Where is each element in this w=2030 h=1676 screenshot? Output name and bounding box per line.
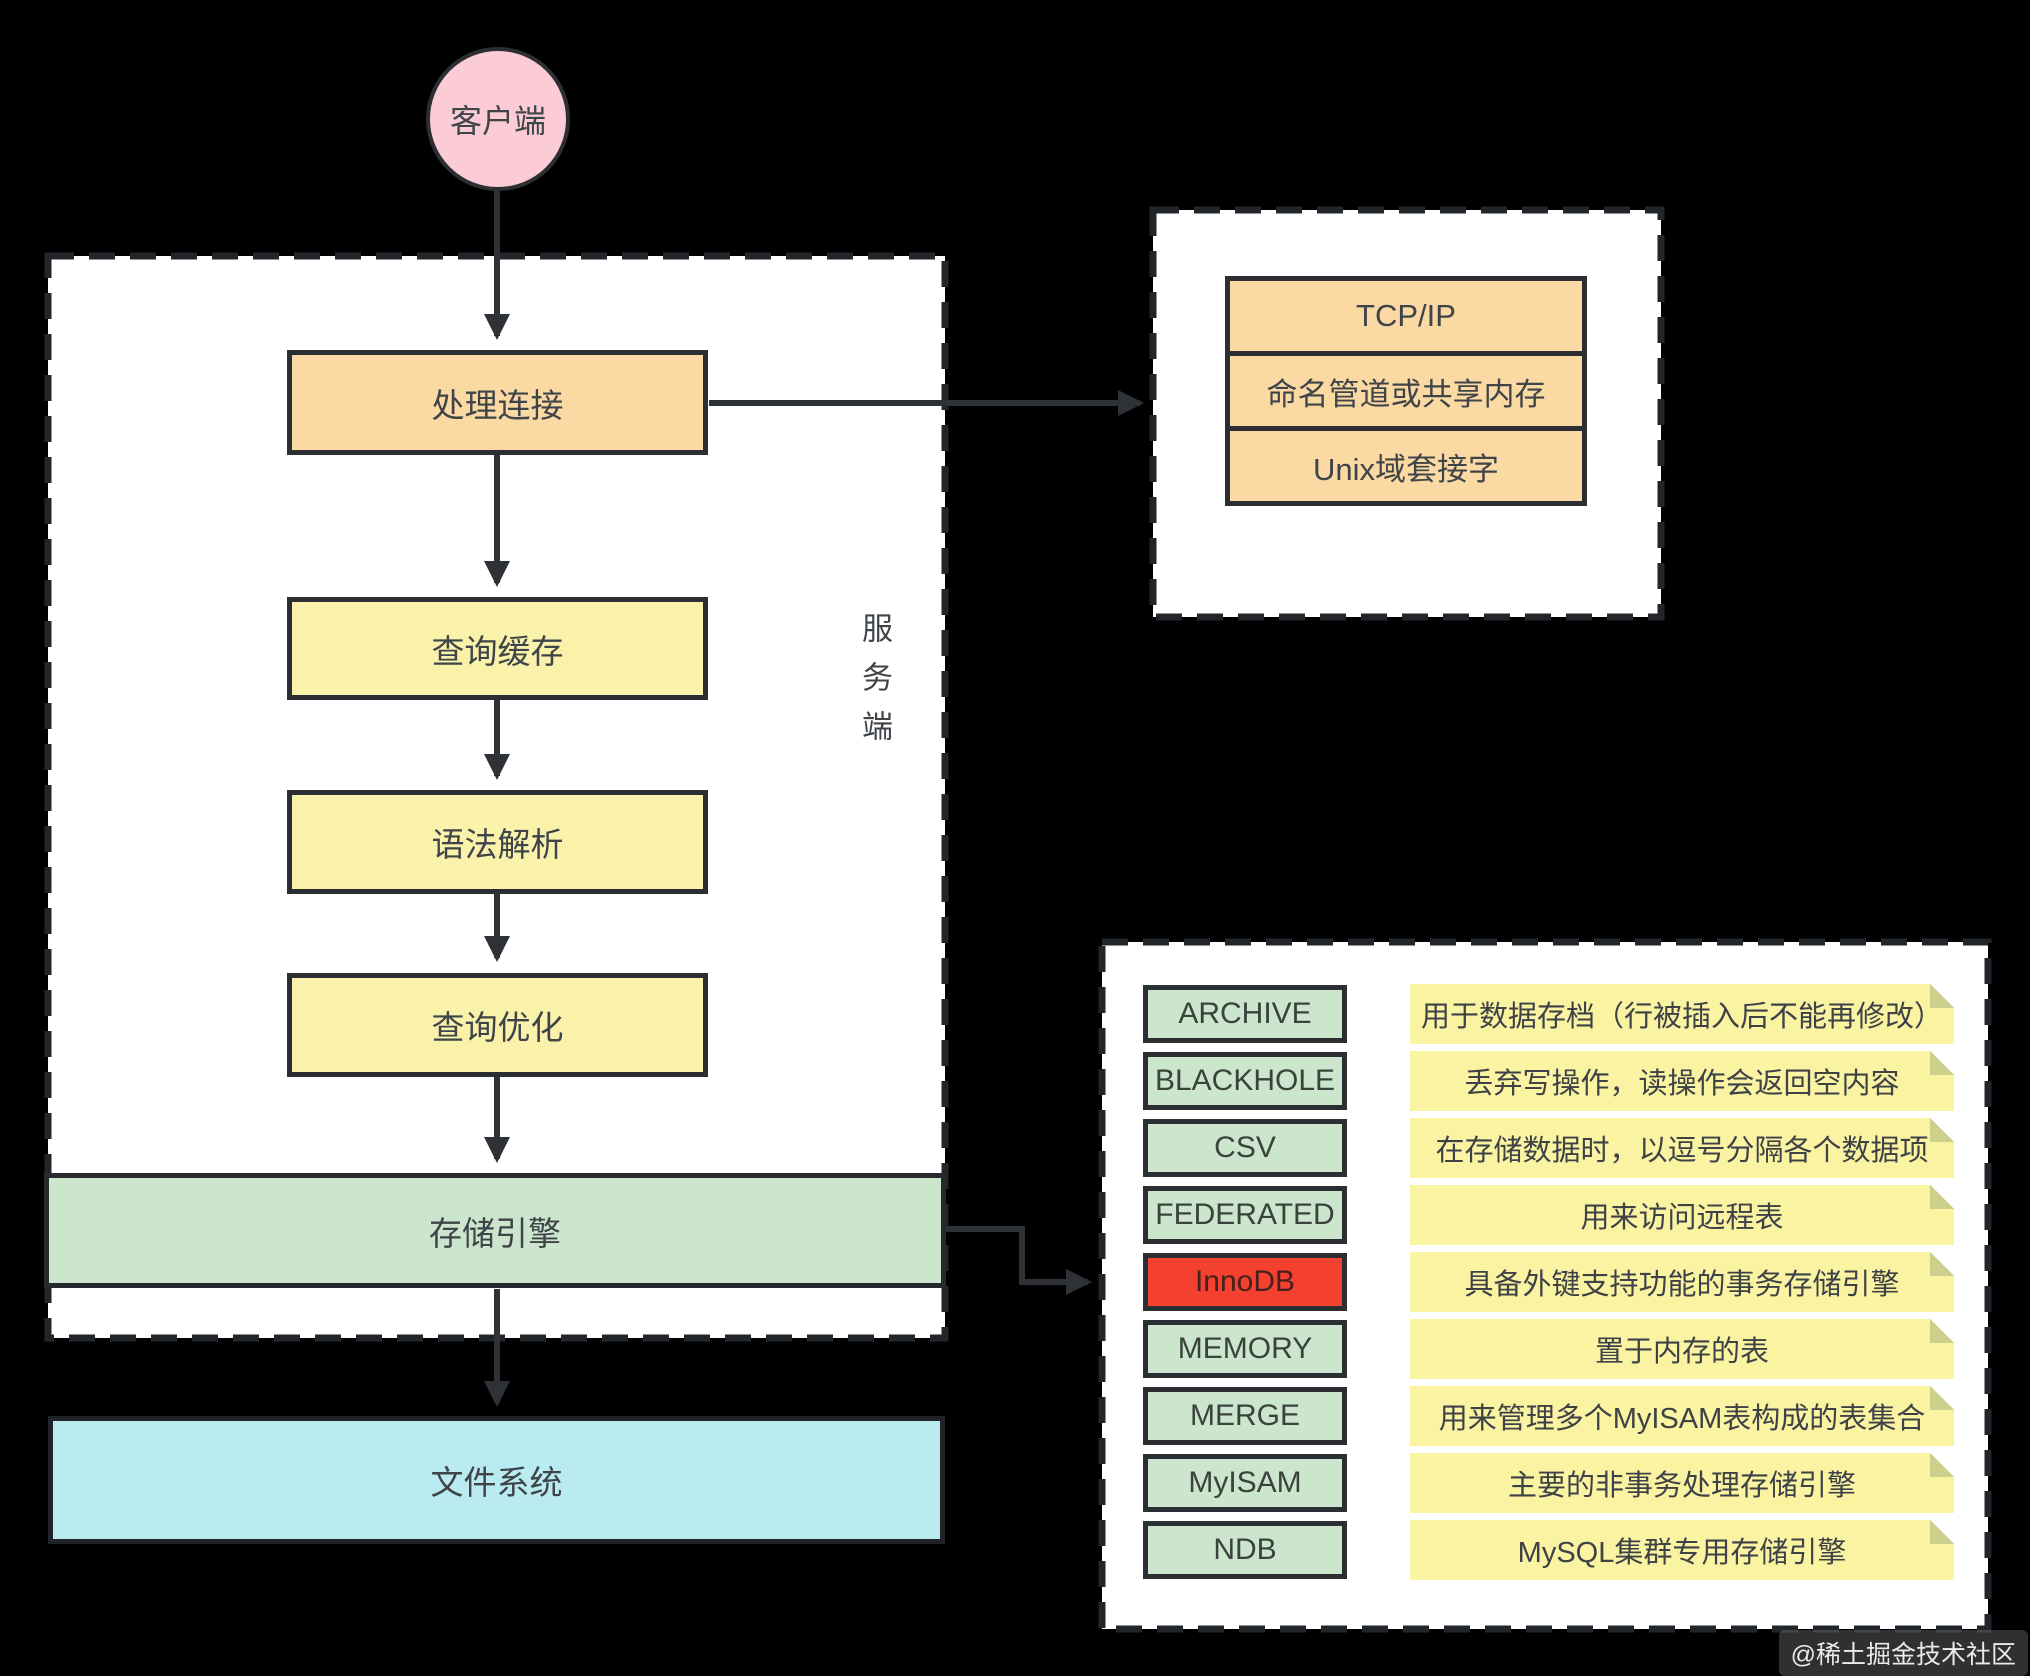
engine-box-ndb: NDB — [1143, 1521, 1347, 1579]
connection-method-unix-socket: Unix域套接字 — [1225, 426, 1587, 506]
engine-box-memory: MEMORY — [1143, 1320, 1347, 1378]
arrow-storage-engine-to-engines-list — [946, 1226, 1092, 1295]
connection-method-named-pipe: 命名管道或共享内存 — [1225, 351, 1587, 431]
engine-box-merge: MERGE — [1143, 1387, 1347, 1445]
engine-note-merge: 用来管理多个MyISAM表构成的表集合 — [1410, 1386, 1954, 1446]
client-node: 客户端 — [426, 47, 570, 191]
engine-note-ndb: MySQL集群专用存储引擎 — [1410, 1520, 1954, 1580]
engine-box-csv: CSV — [1143, 1119, 1347, 1177]
storage-engine-node: 存储引擎 — [44, 1173, 946, 1288]
engine-note-myisam: 主要的非事务处理存储引擎 — [1410, 1453, 1954, 1513]
engine-box-archive: ARCHIVE — [1143, 985, 1347, 1043]
filesystem-node: 文件系统 — [48, 1416, 945, 1544]
query-optimize-node: 查询优化 — [287, 973, 708, 1077]
watermark-badge: @稀土掘金技术社区 — [1778, 1630, 2028, 1676]
engine-box-blackhole: BLACKHOLE — [1143, 1052, 1347, 1110]
engine-note-archive: 用于数据存档（行被插入后不能再修改） — [1410, 984, 1954, 1044]
engine-note-innodb: 具备外键支持功能的事务存储引擎 — [1410, 1252, 1954, 1312]
handle-connection-node: 处理连接 — [287, 350, 708, 455]
query-cache-node: 查询缓存 — [287, 597, 708, 700]
engine-box-innodb: InnoDB — [1143, 1253, 1347, 1311]
engine-box-federated: FEDERATED — [1143, 1186, 1347, 1244]
engine-note-csv: 在存储数据时，以逗号分隔各个数据项 — [1410, 1118, 1954, 1178]
engine-note-memory: 置于内存的表 — [1410, 1319, 1954, 1379]
server-vertical-label: 服务端 — [857, 612, 892, 759]
engine-note-federated: 用来访问远程表 — [1410, 1185, 1954, 1245]
connection-methods-list: TCP/IP 命名管道或共享内存 Unix域套接字 — [1225, 276, 1587, 506]
syntax-parse-node: 语法解析 — [287, 790, 708, 894]
engine-note-blackhole: 丢弃写操作，读操作会返回空内容 — [1410, 1051, 1954, 1111]
engine-box-myisam: MyISAM — [1143, 1454, 1347, 1512]
connection-method-tcpip: TCP/IP — [1225, 276, 1587, 356]
